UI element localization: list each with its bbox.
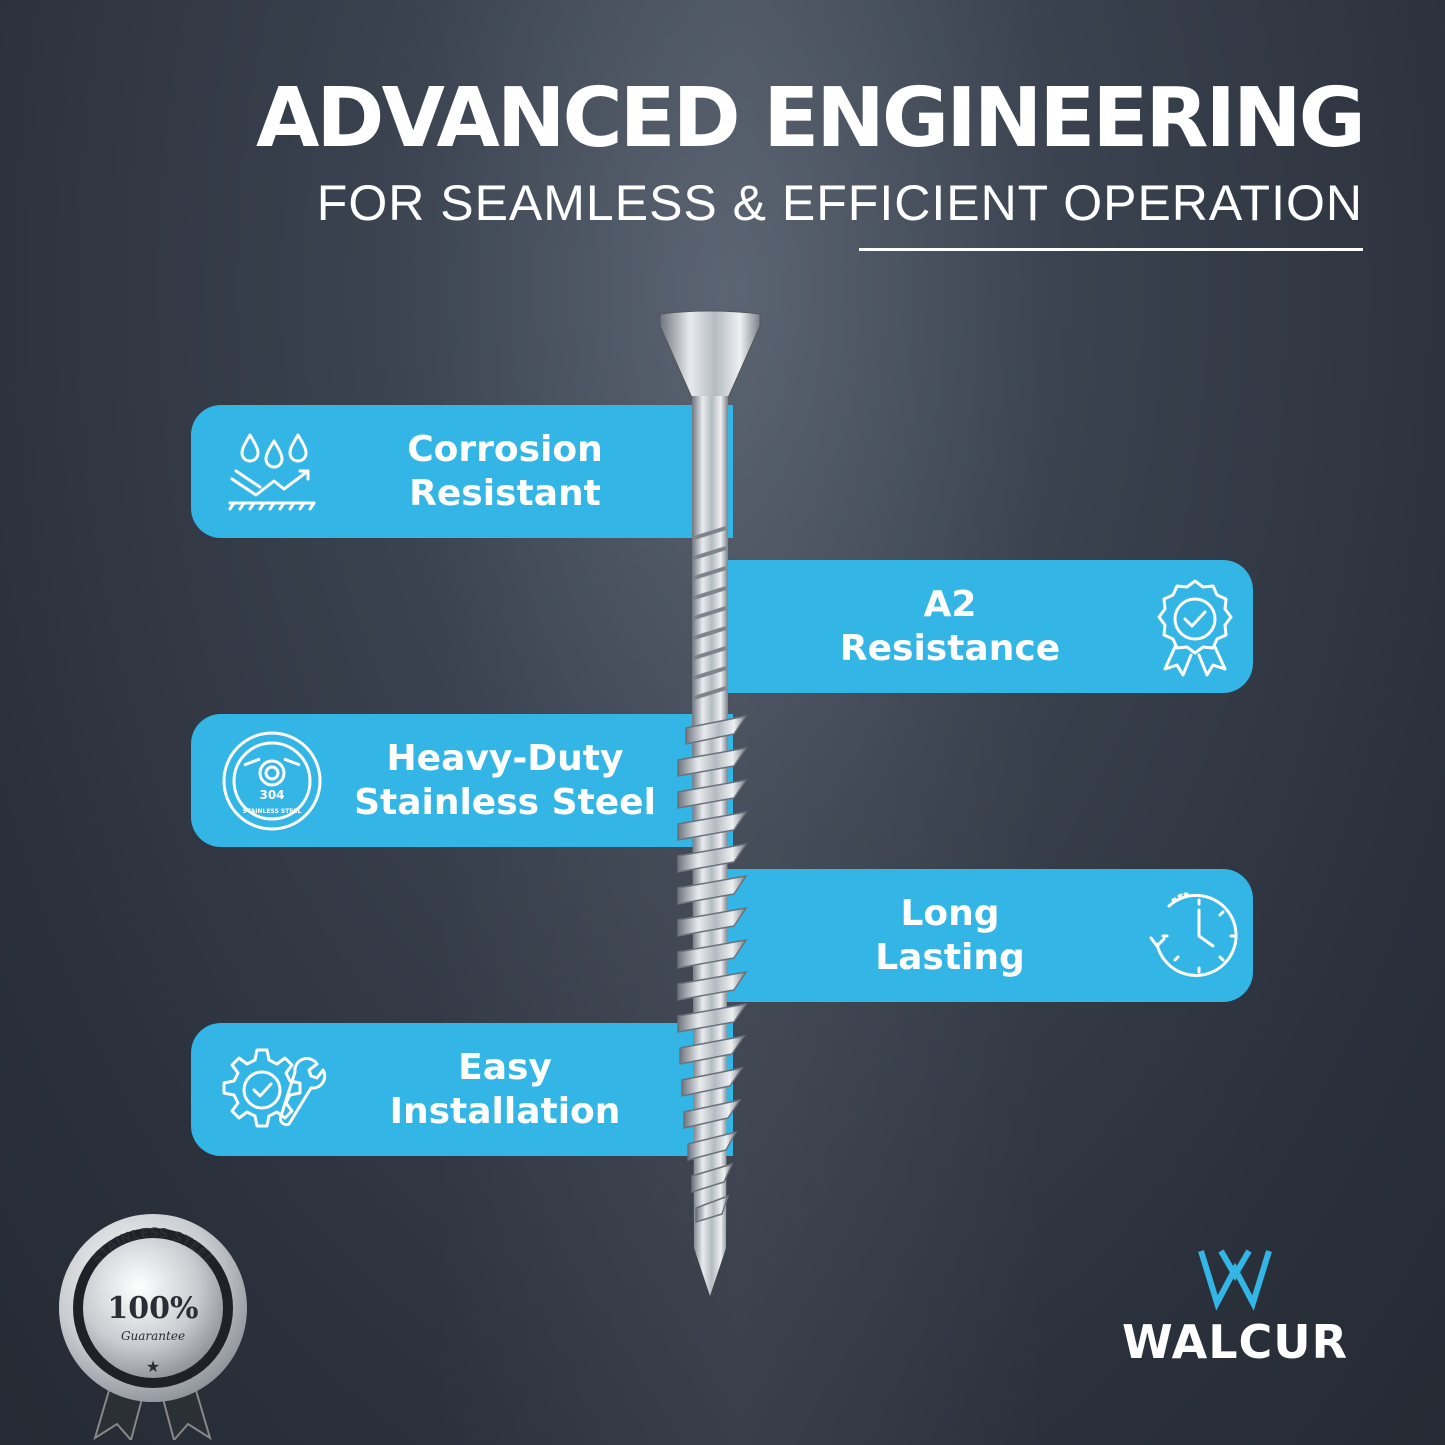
screw-image <box>659 310 761 1296</box>
svg-text:304: 304 <box>259 788 284 802</box>
gear-wrench-icon <box>217 1035 327 1145</box>
award-badge-icon <box>1140 572 1250 682</box>
headline: ADVANCED ENGINEERING FOR SEAMLESS & EFFI… <box>255 71 1366 231</box>
clock-icon <box>1140 881 1250 991</box>
stainless-steel-guarantee-seal: STAINLESS STEEL 100% Guarantee ★ <box>59 1214 247 1440</box>
headline-divider <box>859 248 1363 251</box>
water-drops-shield-icon <box>217 417 327 527</box>
walcur-logo-icon <box>1198 1249 1272 1311</box>
svg-text:100%: 100% <box>107 1291 198 1326</box>
svg-text:★: ★ <box>146 1357 160 1376</box>
brand-name: WALCUR <box>1121 1315 1349 1369</box>
brand-logo: WALCUR <box>1100 1245 1370 1375</box>
steel-304-badge-icon: 304 STAINLESS STEEL <box>217 726 327 836</box>
svg-text:STAINLESS STEEL: STAINLESS STEEL <box>243 808 302 815</box>
page-subtitle: FOR SEAMLESS & EFFICIENT OPERATION <box>316 175 1363 231</box>
page-title: ADVANCED ENGINEERING <box>255 71 1366 166</box>
svg-text:Guarantee: Guarantee <box>121 1329 185 1343</box>
